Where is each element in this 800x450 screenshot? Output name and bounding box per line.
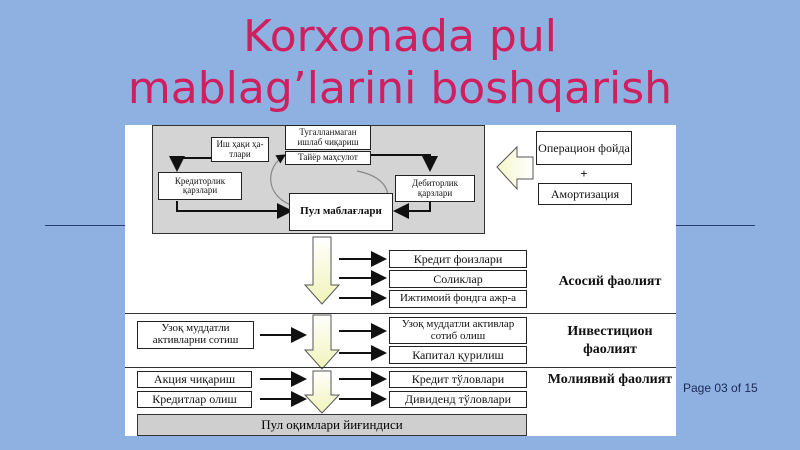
vertical-flow-arrow-3 (303, 370, 341, 414)
unfinished-production-box: Тугалланмаган ишлаб чиқариш (285, 125, 371, 150)
operating-activity-label: Асосий фаолият (558, 274, 662, 289)
take-credits-box: Кредитлар олиш (137, 391, 252, 408)
creditor-debt-box: Кредиторлик қарзлари (158, 172, 242, 200)
taxes-box: Соликлар (389, 270, 527, 288)
dividend-payments-box: Дивиденд тўловлари (389, 391, 527, 408)
amortization-box: Амортизация (538, 183, 632, 205)
operating-profit-arrow (496, 145, 534, 191)
operating-profit-box: Операцион фойда (536, 131, 632, 165)
section-divider-1 (125, 313, 676, 314)
slide-title-line1: Korxonada pul (243, 11, 557, 62)
vertical-flow-arrow-1 (303, 236, 341, 305)
investment-activity-label: Инвестицион фаолият (567, 324, 653, 357)
vertical-flow-arrow-2 (303, 314, 341, 370)
flow-arrows (260, 251, 387, 407)
slide-title-line2: mablag’larini boshqarish (127, 63, 673, 114)
capital-construction-box: Капитал қурилиш (389, 346, 527, 364)
credit-payments-box: Кредит тўловлари (389, 371, 527, 388)
buy-long-term-assets-box: Узоқ муддатли активлар сотиб олиш (389, 317, 527, 344)
social-fund-box: Ижтимоий фондга ажр-а (389, 290, 527, 308)
debtor-debt-box: Дебиторлик қарзлари (395, 175, 475, 202)
financing-activity-label: Молиявий фаолият (547, 372, 673, 387)
total-cash-flows-bar: Пул оқимлари йиғиндиси (137, 414, 527, 436)
cash-flow-diagram: Тугалланмаган ишлаб чиқариш Тайёр маҳсул… (125, 125, 676, 436)
section-divider-2 (125, 367, 676, 368)
share-issue-box: Акция чиқариш (137, 371, 252, 388)
credit-interest-box: Кредит фоизлари (389, 250, 527, 268)
finished-goods-box: Тайёр маҳсулот (285, 151, 371, 165)
diagram-connectors (169, 145, 534, 414)
cash-box: Пул маблағлари (289, 193, 393, 231)
divider-right (676, 225, 755, 226)
page-indicator: Page 03 of 15 (683, 381, 758, 395)
divider-left (45, 225, 125, 226)
plus-sign: + (580, 166, 588, 181)
wages-box: Иш ҳақи ҳа-тлари (211, 137, 269, 162)
sell-long-term-assets-box: Узоқ муддатли активларни сотиш (137, 321, 254, 349)
